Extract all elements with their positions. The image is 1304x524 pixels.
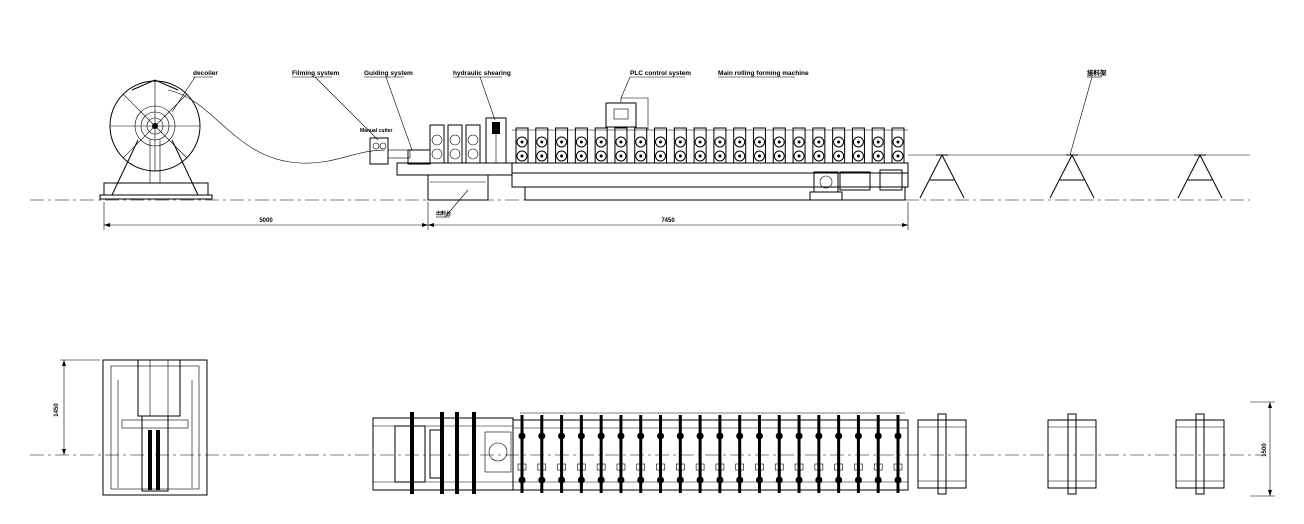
forming-station-side xyxy=(614,127,628,164)
dimension-1500: 1500 xyxy=(1250,401,1275,497)
forming-station-side xyxy=(832,127,846,164)
forming-station-plan xyxy=(893,415,903,493)
forming-station-plan xyxy=(636,415,646,493)
plan-view: 1450 xyxy=(30,359,1275,497)
forming-station-plan xyxy=(715,415,725,493)
forming-station-plan xyxy=(873,415,883,493)
forming-station-plan xyxy=(854,415,863,493)
forming-station-plan xyxy=(577,415,586,493)
forming-station-side xyxy=(594,127,608,164)
label-cutter-table: 出料台 xyxy=(436,210,451,217)
runout-stand-side xyxy=(919,154,965,199)
forming-station-plan xyxy=(794,415,804,493)
forming-station-plan xyxy=(814,415,824,493)
main-machine-plan xyxy=(512,412,909,493)
runout-stand-plan xyxy=(1175,413,1225,495)
forming-station-side xyxy=(812,127,826,164)
main-machine-side xyxy=(511,127,909,201)
forming-station-side xyxy=(693,127,707,164)
forming-station-side xyxy=(871,127,885,164)
label-hydraulic-shearing: hydraulic shearing xyxy=(453,70,511,77)
forming-station-plan xyxy=(676,415,685,493)
runout-tables-side xyxy=(919,154,1223,199)
forming-station-side xyxy=(535,127,549,164)
side-elevation-view: 5000 7450 decoiler Filming system Guidin… xyxy=(30,68,1250,230)
forming-station-side xyxy=(574,127,588,164)
forming-station-side xyxy=(891,127,905,164)
forming-station-side xyxy=(634,127,648,164)
dimension-1500-text: 1500 xyxy=(1262,443,1268,457)
forming-station-plan xyxy=(557,415,566,493)
dimension-1450-text: 1450 xyxy=(54,403,60,417)
front-section-plan xyxy=(372,412,514,494)
forming-station-side xyxy=(673,127,687,164)
forming-station-side xyxy=(792,127,806,164)
runout-stand-plan xyxy=(1047,413,1097,495)
dimension-5000: 5000 xyxy=(259,218,273,224)
forming-station-side xyxy=(654,127,668,164)
forming-stations-side xyxy=(515,127,905,164)
manual-cutter-side xyxy=(369,137,411,165)
forming-station-plan xyxy=(774,415,784,493)
forming-stations-plan xyxy=(517,415,903,493)
strip-path xyxy=(167,89,386,164)
callouts-side: decoiler Filming system Guiding system h… xyxy=(171,68,1107,218)
label-manual-cutter: Manual cutter xyxy=(360,128,393,134)
runout-tables-plan xyxy=(917,413,1225,495)
runout-stand-side xyxy=(1049,154,1095,199)
forming-station-side xyxy=(555,127,569,164)
dimension-1450: 1450 xyxy=(54,359,100,455)
runout-stand-plan xyxy=(917,413,967,495)
label-runout-table: 接料架 xyxy=(1087,68,1107,77)
forming-station-plan xyxy=(517,415,527,493)
forming-station-plan xyxy=(616,415,626,493)
forming-station-side xyxy=(515,127,529,164)
dimension-7450: 7450 xyxy=(661,218,675,224)
forming-station-plan xyxy=(735,415,744,493)
label-filming-system: Filming system xyxy=(292,70,340,77)
forming-station-side xyxy=(733,127,747,164)
forming-station-plan xyxy=(695,415,705,493)
runout-stand-side xyxy=(1177,154,1223,199)
forming-station-plan xyxy=(755,415,764,493)
label-plc-control-system: PLC control system xyxy=(630,70,691,77)
plc-control-box xyxy=(605,97,649,130)
label-decoiler: decoiler xyxy=(193,70,218,77)
forming-station-plan xyxy=(596,415,606,493)
decoiler-plan xyxy=(102,359,208,496)
label-guiding-system: Guiding system xyxy=(364,70,413,77)
forming-station-side xyxy=(752,127,766,164)
forming-station-plan xyxy=(656,415,665,493)
forming-station-side xyxy=(772,127,786,164)
forming-station-plan xyxy=(834,415,843,493)
dimension-lines-side: 5000 7450 xyxy=(103,202,909,230)
label-main-rolling-forming-machine: Main rolling forming machine xyxy=(718,70,809,77)
forming-station-side xyxy=(851,127,865,164)
decoiler-side xyxy=(99,79,213,200)
front-frame-side xyxy=(396,117,513,201)
forming-station-plan xyxy=(537,415,547,493)
forming-station-side xyxy=(713,127,727,164)
